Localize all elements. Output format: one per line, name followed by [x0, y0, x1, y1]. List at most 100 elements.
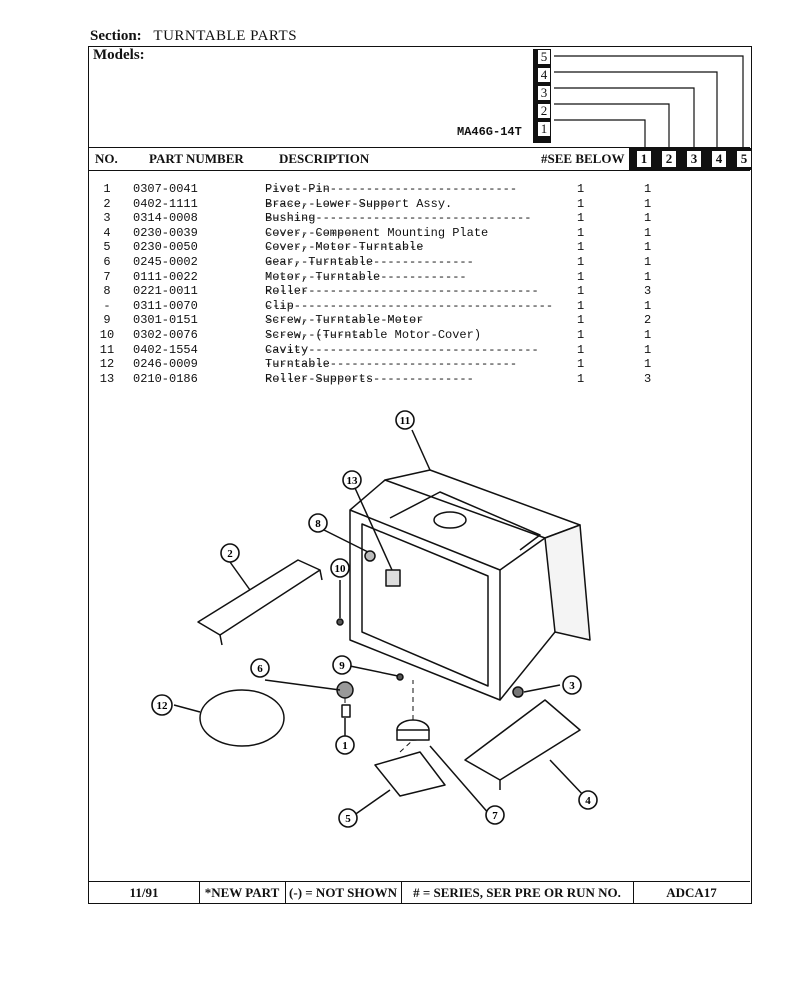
svg-text:4: 4 [585, 795, 591, 807]
part-series-1: 1 [644, 211, 652, 226]
part-number: 0221-0011 [133, 284, 198, 299]
part-series-1: 1 [644, 240, 652, 255]
header-series-2: 2 [661, 150, 677, 168]
header-see-below: #SEE BELOW [541, 151, 625, 166]
part-number: 0245-0002 [133, 254, 198, 269]
part-qty: 1 [577, 357, 585, 372]
part-number: 0302-0076 [133, 327, 198, 342]
part-description: Turntable [265, 357, 330, 372]
callout-10: 10 [330, 558, 350, 578]
part-number: 0210-0186 [133, 371, 198, 386]
roller-part [364, 550, 376, 562]
part-qty: 1 [577, 225, 585, 240]
part-no: 10 [99, 327, 115, 342]
part-qty: 1 [577, 342, 585, 357]
svg-text:13: 13 [347, 475, 359, 487]
part-description: Screw, (Turntable Motor-Cover) [265, 327, 482, 342]
part-no: 7 [103, 269, 111, 284]
callout-9-upper: 9 [332, 655, 352, 675]
bushing [512, 686, 524, 698]
part-series-1: 1 [644, 196, 652, 211]
part-no: 12 [99, 357, 115, 372]
footer-code: ADCA17 [666, 885, 717, 900]
callout-9-lower: 5 [338, 808, 358, 828]
roller-support [385, 569, 401, 587]
part-number: 0301-0151 [133, 313, 198, 328]
part-series-1: 1 [644, 269, 652, 284]
part-description: Bushing [265, 211, 316, 226]
part-number: 0402-1554 [133, 342, 198, 357]
part-description: Pivot Pin [265, 182, 330, 196]
series-stack: 5 4 3 2 1 [534, 49, 554, 139]
part-no: 1 [103, 182, 111, 196]
part-series-1: 1 [644, 254, 652, 269]
part-no: 6 [103, 254, 111, 269]
part-number: 0311-0070 [133, 298, 198, 313]
component-plate-cover [464, 699, 581, 781]
svg-text:5: 5 [345, 813, 351, 825]
header-series-3: 3 [686, 150, 702, 168]
callout-12: 12 [151, 694, 173, 716]
part-qty: 1 [577, 211, 585, 226]
header-series-1: 1 [636, 150, 652, 168]
part-no: 9 [103, 313, 111, 328]
callout-7: 7 [485, 805, 505, 825]
motor-cover [374, 751, 446, 797]
svg-text:1: 1 [342, 740, 348, 752]
svg-text:2: 2 [227, 548, 233, 560]
series-box-1: 1 [537, 121, 551, 137]
header-description: DESCRIPTION [279, 151, 370, 166]
callout-4: 4 [578, 790, 598, 810]
callout-8: 8 [308, 513, 328, 533]
part-qty: 1 [577, 240, 585, 255]
part-qty: 1 [577, 298, 585, 313]
svg-text:12: 12 [157, 700, 169, 712]
part-no: 13 [99, 371, 115, 386]
table-header-row: NO. PART NUMBER DESCRIPTION #SEE BELOW 1… [89, 147, 752, 171]
part-no: 5 [103, 240, 111, 255]
part-no: 4 [103, 225, 111, 240]
svg-text:7: 7 [492, 810, 498, 822]
part-qty: 1 [577, 196, 585, 211]
series-box-3: 3 [537, 85, 551, 101]
cavity-opening [361, 523, 489, 687]
part-qty: 1 [577, 269, 585, 284]
cavity-right [544, 524, 591, 641]
svg-text:11: 11 [400, 415, 410, 427]
section-label: Section: [90, 28, 142, 44]
models-label: Models: [93, 47, 145, 63]
footer-row: 11/91 *NEW PART (-) = NOT SHOWN # = SERI… [89, 881, 750, 904]
series-box-4: 4 [537, 67, 551, 83]
part-series-1: 1 [644, 327, 652, 342]
part-no: 8 [103, 284, 111, 299]
footer-date: 11/91 [89, 882, 200, 904]
part-number: 0307-0041 [133, 182, 198, 196]
svg-text:8: 8 [315, 518, 321, 530]
part-number: 0246-0009 [133, 357, 198, 372]
header-no: NO. [95, 151, 118, 166]
part-qty: 1 [577, 254, 585, 269]
part-no: 11 [99, 342, 115, 357]
callout-6: 6 [250, 658, 270, 678]
lower-support-brace [197, 559, 321, 636]
svg-text:3: 3 [569, 680, 575, 692]
part-series-1: 1 [644, 182, 652, 196]
part-description: Motor, Turntable [265, 269, 381, 284]
model-name: MA46G-14T [457, 125, 522, 139]
screw-motor-cover [336, 618, 344, 626]
part-no: 2 [103, 196, 111, 211]
part-number: 0111-0022 [133, 269, 198, 284]
part-series-1: 1 [644, 342, 652, 357]
footer-new-part: *NEW PART [199, 882, 286, 904]
header-series-4: 4 [711, 150, 727, 168]
part-series-1: 3 [644, 371, 652, 386]
